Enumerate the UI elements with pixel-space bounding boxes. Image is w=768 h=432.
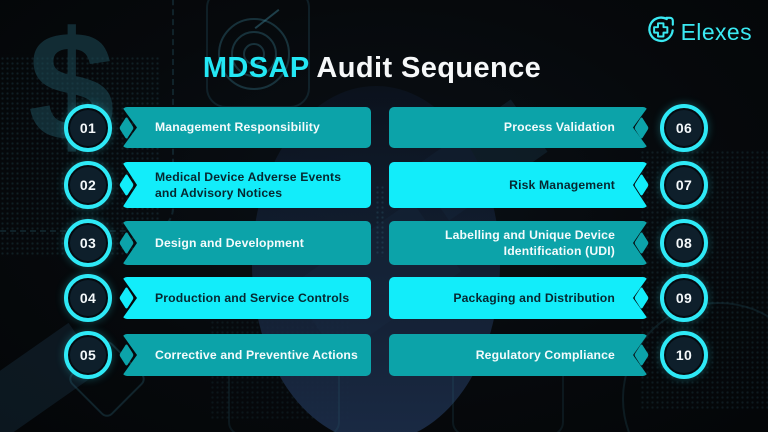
step-banner: Regulatory Compliance [389, 334, 648, 376]
target-icon [243, 43, 265, 65]
sequence-row-3: 03 Design and Development Labelling and … [0, 219, 768, 267]
step-number-badge: 04 [64, 274, 112, 322]
step-label: Labelling and Unique Device Identificati… [445, 227, 615, 258]
step-number-badge: 08 [660, 219, 708, 267]
step-number: 10 [675, 347, 693, 363]
step-label: Design and Development [155, 235, 304, 250]
medical-cross-circle-icon [646, 15, 676, 50]
sequence-row-5: 05 Corrective and Preventive Actions Reg… [0, 331, 768, 379]
step-banner: Management Responsibility [122, 107, 371, 148]
banner-diamond-icon [119, 173, 134, 197]
step-number-badge: 09 [660, 274, 708, 322]
brand-logo: Elexes [646, 15, 752, 50]
step-number: 08 [675, 235, 693, 251]
sequence-row-2: 02 Medical Device Adverse Events and Adv… [0, 161, 768, 209]
step-number-badge: 03 [64, 219, 112, 267]
step-number: 09 [675, 290, 693, 306]
step-number: 03 [79, 235, 97, 251]
step-banner: Production and Service Controls [122, 277, 371, 319]
step-number: 05 [79, 347, 97, 363]
step-number-badge: 02 [64, 161, 112, 209]
step-label: Corrective and Preventive Actions [155, 347, 358, 362]
step-number-badge: 06 [660, 103, 708, 152]
step-number: 06 [675, 119, 693, 136]
step-banner: Design and Development [122, 221, 371, 265]
step-label: Packaging and Distribution [453, 290, 615, 305]
step-number-badge: 05 [64, 331, 112, 379]
step-number-badge: 07 [660, 161, 708, 209]
page-title: MDSAP Audit Sequence [0, 52, 744, 85]
step-number: 01 [79, 119, 97, 136]
step-banner: Labelling and Unique Device Identificati… [389, 221, 648, 265]
step-number: 04 [79, 290, 97, 306]
sequence-row-1: 01 Management Responsibility Process Val… [0, 103, 768, 152]
step-banner: Corrective and Preventive Actions [122, 334, 371, 376]
step-banner: Medical Device Adverse Events and Adviso… [122, 162, 371, 208]
step-number: 07 [675, 177, 693, 193]
step-number-badge: 01 [64, 103, 112, 152]
step-label: Risk Management [509, 177, 615, 192]
center-divider-texture [375, 185, 386, 257]
sequence-row-4: 04 Production and Service Controls Packa… [0, 274, 768, 322]
step-number: 02 [79, 177, 97, 193]
step-banner: Risk Management [389, 162, 648, 208]
step-banner: Process Validation [389, 107, 648, 148]
step-label: Production and Service Controls [155, 290, 350, 305]
step-banner: Packaging and Distribution [389, 277, 648, 319]
step-label: Medical Device Adverse Events and Adviso… [155, 169, 342, 200]
title-rest: Audit Sequence [309, 52, 542, 84]
step-number-badge: 10 [660, 331, 708, 379]
target-icon [218, 18, 290, 90]
step-label: Regulatory Compliance [475, 347, 615, 362]
target-icon [231, 31, 277, 77]
step-label: Process Validation [503, 120, 615, 135]
brand-name: Elexes [680, 19, 752, 45]
title-highlight: MDSAP [202, 52, 310, 84]
dollar-sign-icon: $ [28, 0, 115, 174]
step-label: Management Responsibility [155, 120, 320, 135]
